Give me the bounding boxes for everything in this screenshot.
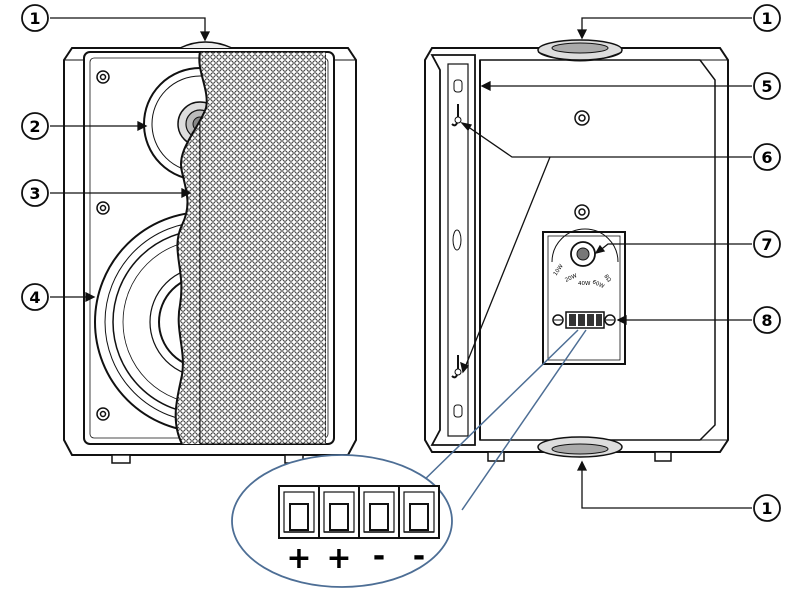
front-foot-left (111, 454, 131, 464)
back-view: 10W 20W 40W 60W 8Ω (424, 39, 729, 462)
wall-bracket (430, 54, 476, 446)
back-foot-right (654, 451, 672, 462)
front-grille (174, 51, 326, 445)
callout-5: 5 (753, 72, 781, 100)
svg-text:1: 1 (29, 9, 40, 28)
svg-text:3: 3 (29, 184, 40, 203)
svg-text:8: 8 (761, 311, 772, 330)
front-view (63, 41, 357, 464)
terminal-block-small (552, 311, 616, 329)
front-top-port (179, 41, 233, 49)
callout-1-back-bottom: 1 (753, 494, 781, 522)
back-mount-screws (574, 110, 590, 220)
svg-text:5: 5 (761, 77, 772, 96)
callout-1-back-top: 1 (753, 4, 781, 32)
callout-8: 8 (753, 306, 781, 334)
callout-4: 4 (21, 283, 49, 311)
callout-7: 7 (753, 230, 781, 258)
svg-text:4: 4 (29, 288, 40, 307)
callout-1-front-top: 1 (21, 4, 49, 32)
keyhole-hook-top (451, 104, 462, 127)
tap-label-20w: 20W (564, 273, 578, 284)
terminal-sign-4: - (413, 539, 425, 574)
leader-lines (50, 17, 752, 509)
svg-text:1: 1 (761, 9, 772, 28)
callouts: 1 1 1 2 3 4 5 6 (21, 4, 781, 522)
svg-text:2: 2 (29, 117, 40, 136)
callout-2: 2 (21, 112, 49, 140)
callout-3: 3 (21, 179, 49, 207)
terminal-magnifier: + + - - (231, 329, 587, 588)
magnified-connectors (278, 485, 440, 539)
terminal-sign-3: - (373, 539, 385, 574)
back-top-dome (537, 39, 623, 62)
tap-label-8ohm: 8Ω (602, 274, 611, 284)
terminal-sign-2: + (326, 541, 351, 576)
svg-text:7: 7 (761, 235, 772, 254)
terminal-sign-1: + (286, 541, 311, 576)
tap-label-40w: 40W (578, 281, 591, 287)
svg-text:6: 6 (761, 148, 772, 167)
keyhole-hook-bottom (451, 355, 462, 379)
callout-6: 6 (753, 143, 781, 171)
tap-label-60w: 60W (591, 279, 605, 290)
svg-text:1: 1 (761, 499, 772, 518)
back-bottom-dome (537, 436, 623, 458)
